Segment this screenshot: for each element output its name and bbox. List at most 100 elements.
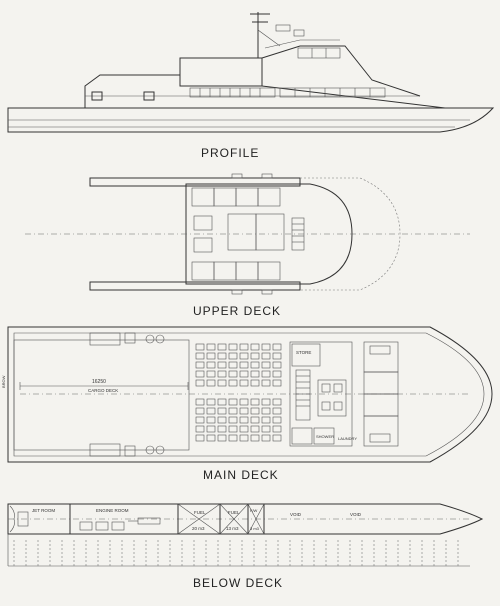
passenger-seat: [250, 370, 260, 378]
upper-deck-port-strip: [89, 177, 301, 187]
passenger-seat: [228, 361, 238, 369]
passenger-seat: [206, 425, 216, 433]
passenger-seat: [228, 416, 238, 424]
passenger-seat: [272, 361, 282, 369]
passenger-seat: [250, 352, 260, 360]
passenger-seat: [217, 361, 227, 369]
engine-room-label: ENGINE ROOM: [96, 508, 129, 513]
jet-room-label: JET ROOM: [32, 508, 55, 513]
passenger-seat: [217, 434, 227, 442]
passenger-seat: [239, 425, 249, 433]
passenger-seat: [217, 379, 227, 387]
passenger-seat: [272, 407, 282, 415]
passenger-seating: [195, 343, 282, 442]
passenger-seat: [250, 361, 260, 369]
passenger-seat: [206, 343, 216, 351]
passenger-seat: [239, 343, 249, 351]
main-deck-caption: MAIN DECK: [203, 468, 279, 482]
passenger-seat: [272, 425, 282, 433]
laundry-label: LAUNDRY: [338, 436, 357, 441]
passenger-seat: [272, 343, 282, 351]
fuel-tank-1-capacity: 20 m3: [192, 526, 205, 531]
passenger-seat: [206, 407, 216, 415]
passenger-seat: [261, 434, 271, 442]
passenger-seat: [228, 425, 238, 433]
profile-bridge-roof: [264, 39, 340, 49]
passenger-seat: [272, 434, 282, 442]
below-deck-frames: [13, 540, 459, 566]
passenger-seat: [217, 407, 227, 415]
passenger-seat: [195, 352, 205, 360]
passenger-seat: [217, 425, 227, 433]
passenger-seat: [195, 407, 205, 415]
passenger-seat: [228, 352, 238, 360]
upper-deck-starboard-strip: [89, 281, 301, 291]
passenger-seat: [272, 352, 282, 360]
fuel-tank-2-label: FUEL: [228, 510, 240, 515]
passenger-seat: [228, 370, 238, 378]
passenger-seat: [239, 434, 249, 442]
void-1-label: VOID: [290, 512, 302, 517]
void-2-label: VOID: [350, 512, 362, 517]
passenger-seat: [195, 361, 205, 369]
cargo-deck-area: [13, 339, 190, 451]
profile-view: [7, 12, 495, 133]
passenger-seat: [206, 416, 216, 424]
passenger-seat: [195, 370, 205, 378]
passenger-seat: [217, 352, 227, 360]
main-deck-inner-outline: [13, 332, 485, 457]
below-deck-view: JET ROOM ENGINE ROOM FUEL 20 m3 FUEL 13 …: [7, 503, 484, 567]
main-deck-side-note: BROW: [1, 375, 6, 388]
passenger-seat: [261, 343, 271, 351]
passenger-seat: [217, 398, 227, 406]
store-label: STORE: [296, 350, 311, 355]
passenger-seat: [250, 425, 260, 433]
passenger-seat: [228, 398, 238, 406]
passenger-seat: [250, 407, 260, 415]
fresh-water-capacity: 3 m3: [250, 526, 260, 531]
passenger-seat: [239, 361, 249, 369]
passenger-seat: [239, 352, 249, 360]
passenger-seat: [206, 370, 216, 378]
passenger-seat: [261, 352, 271, 360]
passenger-seat: [261, 361, 271, 369]
passenger-seat: [228, 434, 238, 442]
passenger-seat: [228, 343, 238, 351]
upper-deck-caption: UPPER DECK: [193, 304, 282, 318]
passenger-seat: [261, 379, 271, 387]
passenger-seat: [250, 343, 260, 351]
fuel-tank-2-capacity: 13 m3: [226, 526, 239, 531]
upper-deck-bow-outline: [300, 177, 401, 291]
passenger-seat: [195, 434, 205, 442]
upper-deck-view: [25, 173, 470, 295]
passenger-seat: [261, 370, 271, 378]
main-deck-forward-cabins: [363, 341, 399, 447]
profile-mast: [250, 12, 305, 58]
passenger-seat: [261, 416, 271, 424]
shower-label: SHOWER: [316, 434, 334, 439]
passenger-seat: [206, 398, 216, 406]
cargo-dimension-label: 16250: [92, 379, 106, 385]
passenger-seat: [206, 361, 216, 369]
passenger-seat: [272, 370, 282, 378]
passenger-seat: [250, 398, 260, 406]
passenger-seat: [250, 416, 260, 424]
passenger-seat: [272, 379, 282, 387]
below-deck-hull-outline: [7, 503, 484, 535]
fuel-tank-1-label: FUEL: [194, 510, 206, 515]
passenger-seat: [217, 343, 227, 351]
main-deck-view: 16250 CARGO DECK STORE SHOWER LAUNDRY BR…: [1, 326, 493, 463]
passenger-seat: [195, 343, 205, 351]
passenger-seat: [239, 407, 249, 415]
profile-bridge: [179, 45, 421, 97]
passenger-seat: [272, 398, 282, 406]
passenger-seat: [228, 379, 238, 387]
passenger-seat: [261, 407, 271, 415]
fresh-water-label: F/W: [250, 508, 258, 513]
profile-windows: [91, 47, 386, 101]
passenger-seat: [250, 434, 260, 442]
passenger-seat: [239, 379, 249, 387]
below-deck-caption: BELOW DECK: [193, 576, 284, 590]
